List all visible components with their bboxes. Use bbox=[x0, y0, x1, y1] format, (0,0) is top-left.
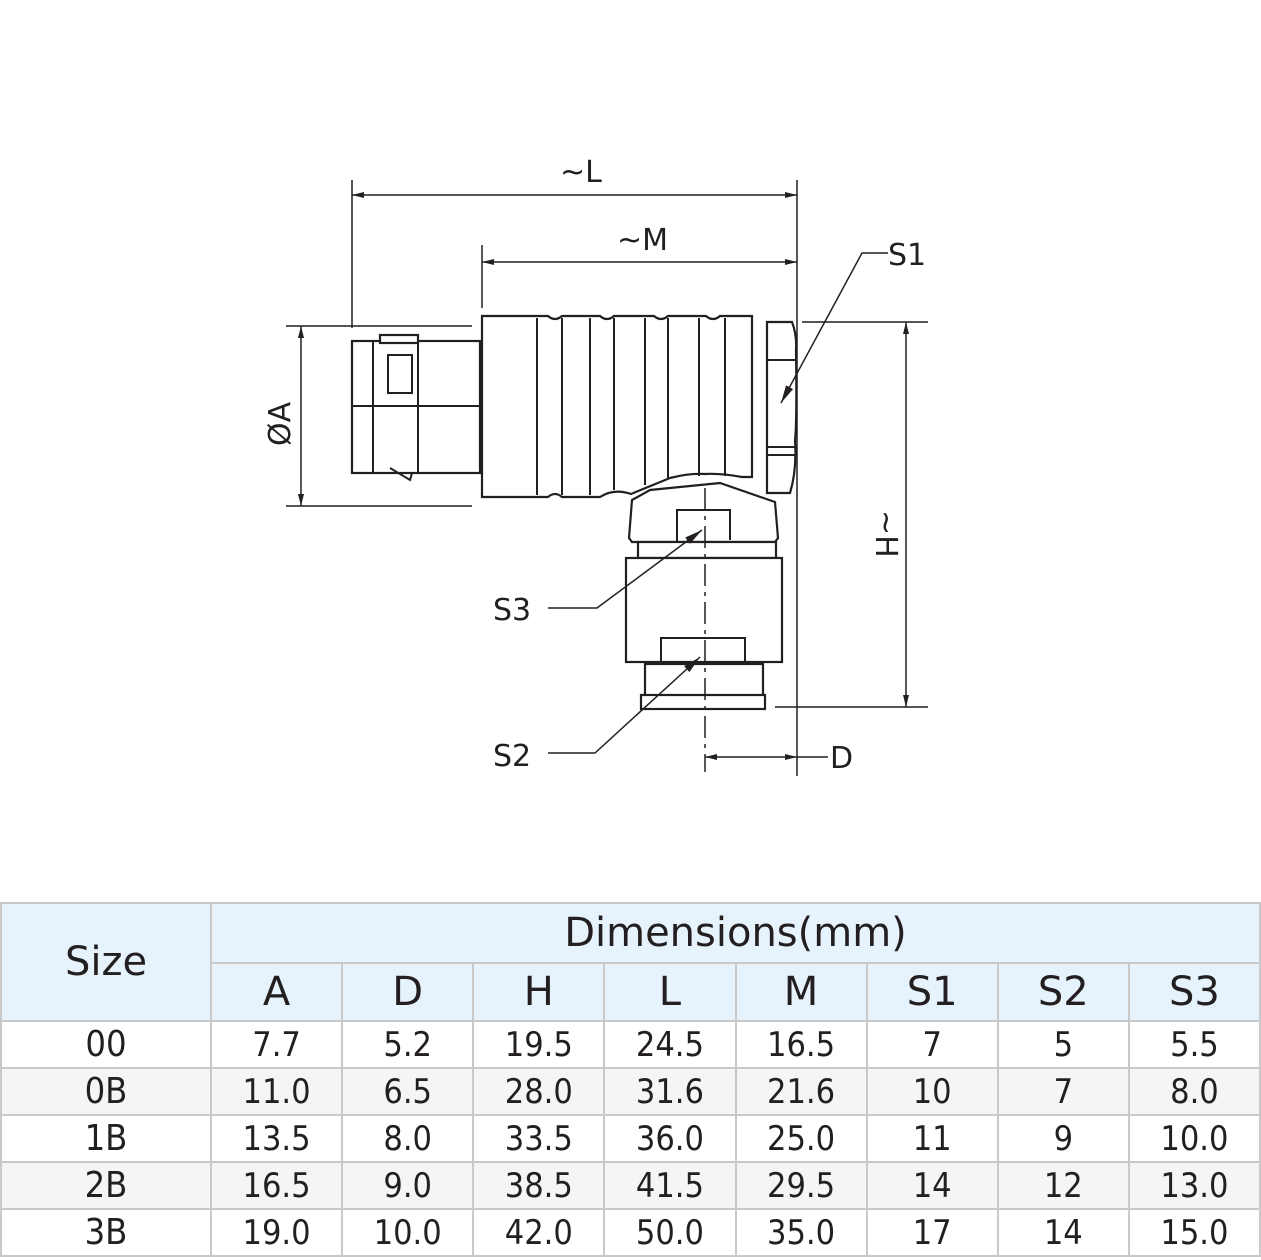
value-cell-s2: 9 bbox=[996, 1114, 1130, 1163]
connector-dimension-drawing: ~L ~M ØA ~H S1 S3 S2 D bbox=[263, 155, 928, 776]
value-cell-d: 5.2 bbox=[341, 1020, 475, 1069]
value-cell-s3: 10.0 bbox=[1127, 1114, 1261, 1163]
value-cell-a: 16.5 bbox=[209, 1161, 344, 1210]
value-cell-d: 9.0 bbox=[341, 1161, 475, 1210]
value-cell-m: 35.0 bbox=[734, 1208, 868, 1257]
size-cell: 3B bbox=[0, 1208, 212, 1257]
value-cell-s3: 5.5 bbox=[1127, 1020, 1261, 1069]
column-header-h: H bbox=[472, 962, 606, 1022]
value-cell-s1: 14 bbox=[865, 1161, 999, 1210]
value-cell-s2: 12 bbox=[996, 1161, 1130, 1210]
size-header: Size bbox=[0, 902, 212, 1022]
value-cell-a: 7.7 bbox=[209, 1020, 344, 1069]
dim-label-S3: S3 bbox=[493, 593, 531, 628]
dim-label-H: ~H bbox=[868, 510, 903, 558]
dim-label-L: ~L bbox=[560, 155, 602, 190]
dim-label-M: ~M bbox=[617, 223, 668, 258]
value-cell-h: 28.0 bbox=[472, 1067, 606, 1116]
dimensions-group-header: Dimensions(mm) bbox=[210, 902, 1261, 964]
size-cell: 0B bbox=[0, 1067, 212, 1116]
value-cell-a: 13.5 bbox=[209, 1114, 344, 1163]
value-cell-s1: 11 bbox=[865, 1114, 999, 1163]
column-header-s2: S2 bbox=[996, 962, 1130, 1022]
value-cell-s3: 13.0 bbox=[1127, 1161, 1261, 1210]
column-header-m: M bbox=[734, 962, 868, 1022]
value-cell-l: 41.5 bbox=[603, 1161, 737, 1210]
value-cell-h: 33.5 bbox=[472, 1114, 606, 1163]
column-header-d: D bbox=[341, 962, 475, 1022]
value-cell-m: 25.0 bbox=[734, 1114, 868, 1163]
dim-label-S2: S2 bbox=[493, 739, 531, 774]
dim-label-A: ØA bbox=[263, 401, 298, 446]
value-cell-l: 36.0 bbox=[603, 1114, 737, 1163]
value-cell-m: 16.5 bbox=[734, 1020, 868, 1069]
value-cell-h: 42.0 bbox=[472, 1208, 606, 1257]
value-cell-h: 19.5 bbox=[472, 1020, 606, 1069]
value-cell-d: 8.0 bbox=[341, 1114, 475, 1163]
dim-label-S1: S1 bbox=[888, 238, 926, 273]
value-cell-s1: 17 bbox=[865, 1208, 999, 1257]
value-cell-s3: 8.0 bbox=[1127, 1067, 1261, 1116]
value-cell-l: 24.5 bbox=[603, 1020, 737, 1069]
column-header-s1: S1 bbox=[865, 962, 999, 1022]
size-cell: 00 bbox=[0, 1020, 212, 1069]
size-cell: 1B bbox=[0, 1114, 212, 1163]
value-cell-s1: 7 bbox=[865, 1020, 999, 1069]
value-cell-s3: 15.0 bbox=[1127, 1208, 1261, 1257]
value-cell-s2: 5 bbox=[996, 1020, 1130, 1069]
connector-outline bbox=[350, 314, 798, 772]
value-cell-s1: 10 bbox=[865, 1067, 999, 1116]
value-cell-s2: 14 bbox=[996, 1208, 1130, 1257]
column-header-l: L bbox=[603, 962, 737, 1022]
size-cell: 2B bbox=[0, 1161, 212, 1210]
value-cell-s2: 7 bbox=[996, 1067, 1130, 1116]
value-cell-l: 31.6 bbox=[603, 1067, 737, 1116]
value-cell-d: 10.0 bbox=[341, 1208, 475, 1257]
column-header-a: A bbox=[209, 962, 344, 1022]
value-cell-d: 6.5 bbox=[341, 1067, 475, 1116]
value-cell-a: 11.0 bbox=[209, 1067, 344, 1116]
value-cell-l: 50.0 bbox=[603, 1208, 737, 1257]
dimension-lines bbox=[286, 180, 928, 776]
value-cell-m: 21.6 bbox=[734, 1067, 868, 1116]
value-cell-a: 19.0 bbox=[209, 1208, 344, 1257]
value-cell-m: 29.5 bbox=[734, 1161, 868, 1210]
dim-label-D: D bbox=[830, 741, 853, 776]
value-cell-h: 38.5 bbox=[472, 1161, 606, 1210]
column-header-s3: S3 bbox=[1127, 962, 1261, 1022]
